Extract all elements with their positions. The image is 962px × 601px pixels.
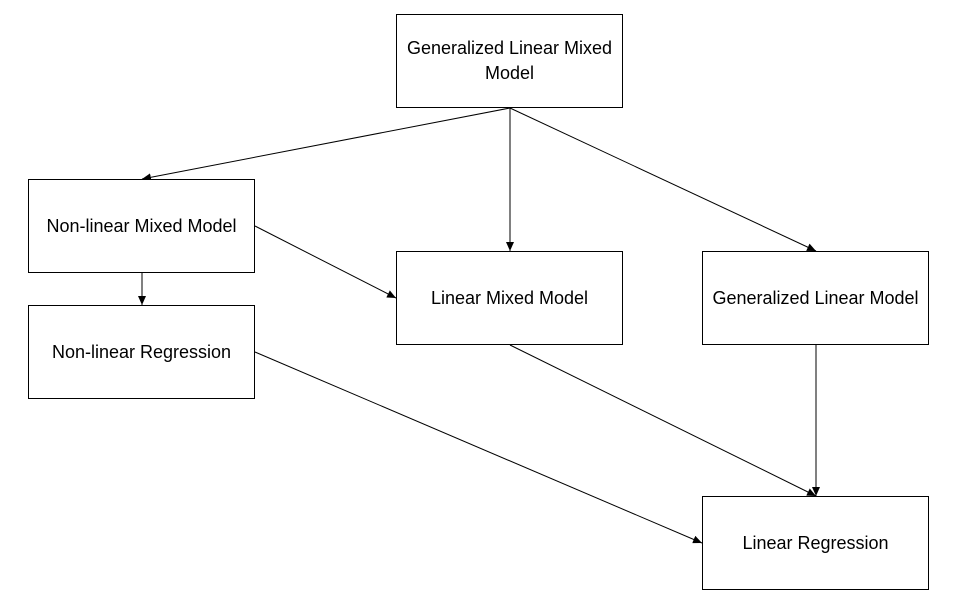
node-label: Linear Mixed Model bbox=[430, 287, 589, 308]
node-linear-mixed-model: Linear Mixed Model bbox=[396, 251, 623, 345]
edge-lmm-to-lr bbox=[509, 344, 817, 497]
edge-nlr-to-lr bbox=[254, 351, 703, 544]
edge-glmm-to-nlmm bbox=[141, 107, 511, 182]
node-generalized-linear-mixed-model: Generalized Linear Mixed Model bbox=[396, 14, 623, 108]
node-generalized-linear-model: Generalized Linear Model bbox=[702, 251, 929, 345]
edge-glmm-to-glm bbox=[509, 107, 817, 252]
node-label: Non-linear Mixed Model bbox=[46, 215, 237, 236]
node-label: Generalized Linear Mixed Model bbox=[406, 38, 613, 83]
node-linear-regression: Linear Regression bbox=[702, 496, 929, 590]
node-label: Linear Regression bbox=[742, 532, 889, 553]
edge-group bbox=[138, 107, 820, 544]
node-non-linear-regression: Non-linear Regression bbox=[28, 305, 255, 399]
edge-nlmm-to-lmm bbox=[254, 225, 397, 299]
node-label: Non-linear Regression bbox=[51, 341, 232, 362]
node-non-linear-mixed-model: Non-linear Mixed Model bbox=[28, 179, 255, 273]
node-label: Generalized Linear Model bbox=[712, 287, 919, 308]
